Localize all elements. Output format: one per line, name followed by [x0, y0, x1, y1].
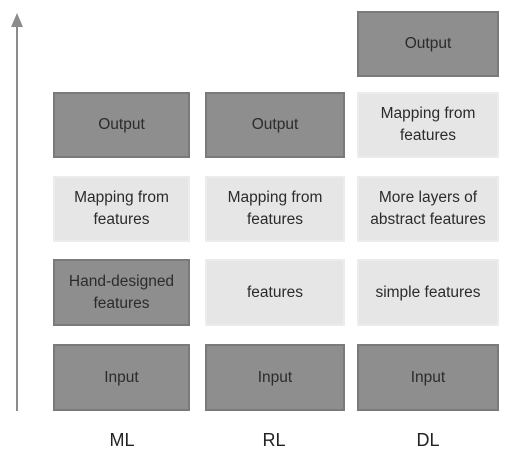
dl-mapping-label: Mapping from features [380, 105, 476, 144]
dl-simple-features-label: simple features [375, 283, 481, 301]
rl-features-label: features [246, 283, 303, 301]
dl-abstract-features-label: More layers of abstract features [370, 189, 486, 228]
dl-input-box: Input [357, 344, 499, 411]
dl-output-label: Output [404, 35, 452, 52]
ml-features-box: Hand-designed features [53, 259, 190, 326]
ml-output-label: Output [98, 116, 145, 133]
rl-features-box: features [205, 259, 345, 326]
ml-output-box: Output [53, 92, 190, 158]
column-label-rl: RL [262, 430, 286, 450]
upward-arrow-line [16, 26, 18, 411]
rl-output-label: Output [251, 116, 299, 133]
arrow-up-icon [11, 13, 23, 27]
rl-mapping-box: Mapping from features [205, 176, 345, 242]
ml-input-label: Input [104, 368, 139, 386]
rl-input-box: Input [205, 344, 345, 411]
ml-mapping-box: Mapping from features [53, 176, 190, 242]
rl-output-box: Output [205, 92, 345, 158]
rl-input-label: Input [257, 368, 293, 386]
dl-input-label: Input [410, 368, 446, 386]
column-label-dl: DL [416, 430, 440, 450]
ml-features-label: Hand-designed features [68, 272, 175, 312]
dl-simple-features-box: simple features [357, 259, 499, 326]
ml-input-box: Input [53, 344, 190, 411]
rl-mapping-label: Mapping from features [227, 189, 323, 228]
column-label-ml: ML [109, 430, 135, 450]
dl-mapping-box: Mapping from features [357, 92, 499, 158]
ml-mapping-label: Mapping from features [74, 189, 169, 228]
dl-output-box: Output [357, 11, 499, 77]
dl-abstract-features-box: More layers of abstract features [357, 176, 499, 242]
